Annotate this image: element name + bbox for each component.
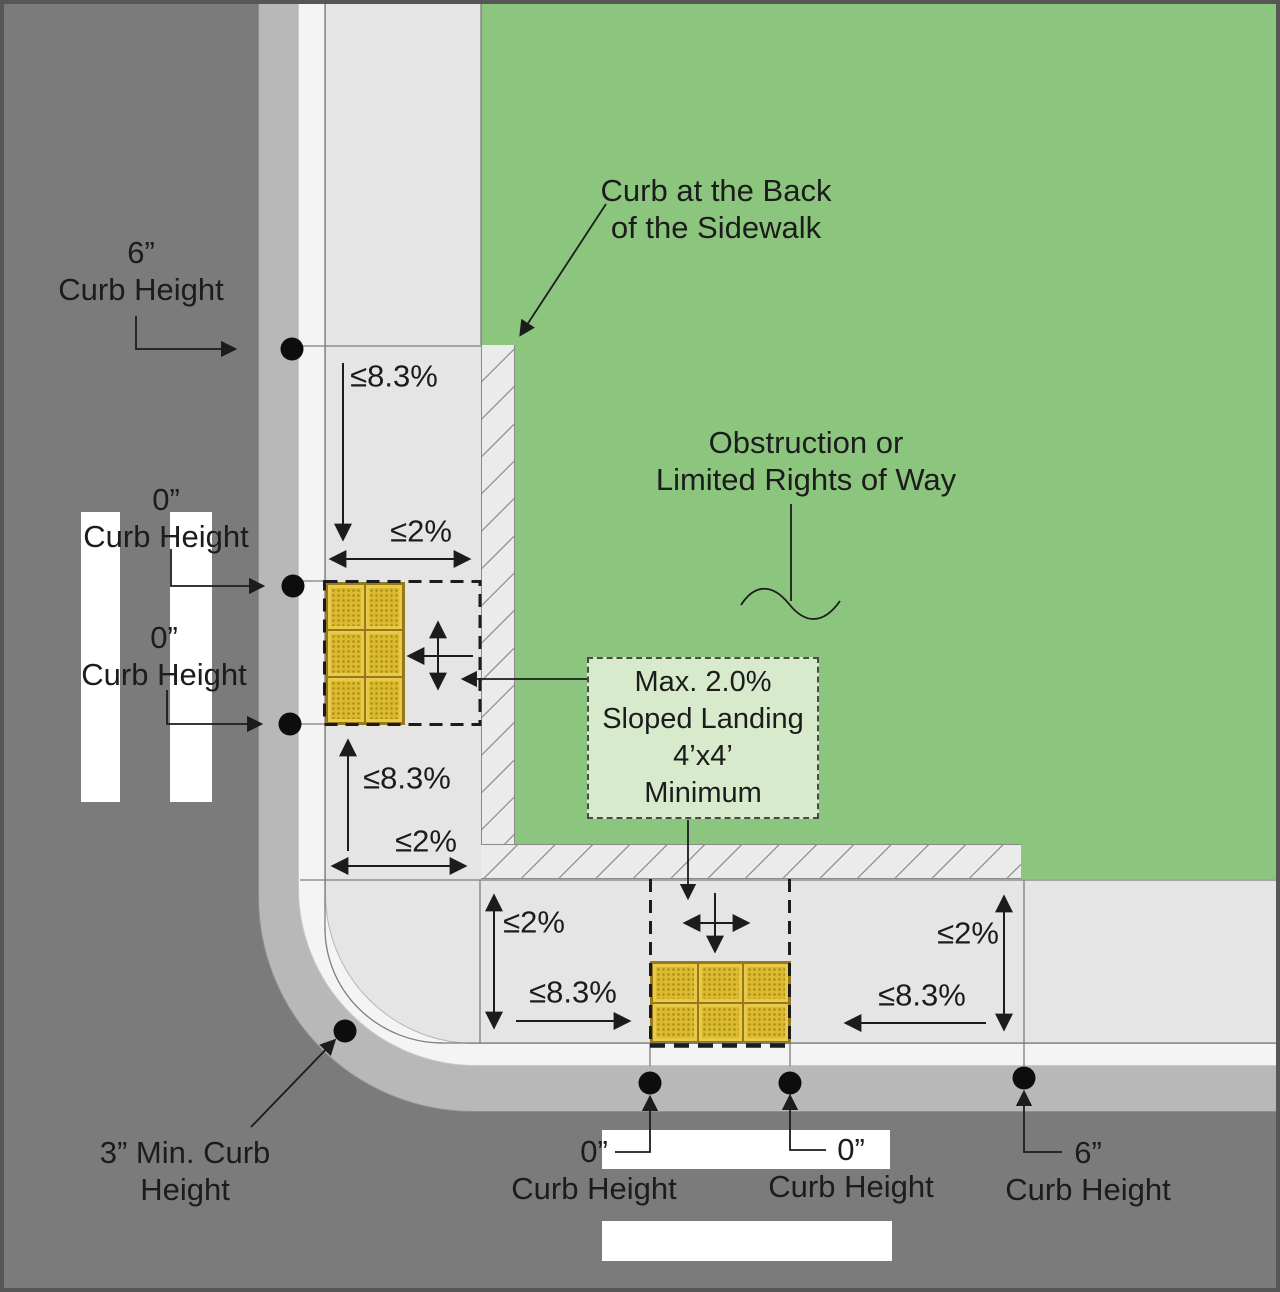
landing-note-line2: Sloped Landing (602, 703, 804, 735)
curb-height-label-top-left: 6” Curb Height (58, 234, 223, 308)
annotation-line: of the Sidewalk (610, 210, 822, 245)
slope-label-cross-bottom-right: ≤2% (937, 915, 999, 951)
tactile-dome-tile (697, 1002, 744, 1042)
tactile-dome-tile (652, 1002, 698, 1042)
curb-height-label-bottom-right: 6” Curb Height (1005, 1134, 1170, 1208)
dome-texture (369, 588, 399, 627)
dome-texture (369, 634, 399, 673)
curb-height-label-left-upper: 0” Curb Height (83, 481, 248, 555)
measure-caption: Curb Height (768, 1169, 934, 1204)
min-curb-height-label: 3” Min. Curb Height (100, 1134, 271, 1208)
curb-back-annotation: Curb at the Back of the Sidewalk (601, 172, 832, 246)
measure-value: 0” (837, 1132, 865, 1167)
tactile-dome-tile (743, 963, 789, 1003)
measure-caption: Curb Height (58, 272, 224, 307)
obstruction-annotation: Obstruction or Limited Rights of Way (656, 424, 956, 498)
dome-texture (656, 967, 694, 999)
tactile-dome-tile (697, 963, 744, 1003)
tactile-dome-tile (327, 584, 365, 631)
slope-label-cross-upper: ≤2% (390, 513, 452, 549)
slope-label-cross-bottom-left: ≤2% (503, 904, 565, 940)
landing-note-line3: 4’x4’ (673, 740, 733, 772)
annotation-line: Curb at the Back (600, 173, 832, 208)
measure-caption: Curb Height (511, 1171, 677, 1206)
tactile-dome-tile (365, 584, 403, 631)
tactile-dome-tile (652, 963, 698, 1003)
measure-value: 6” (1074, 1135, 1102, 1170)
dome-texture (331, 634, 361, 673)
tactile-dome-tile (327, 676, 365, 723)
dome-texture (747, 1006, 785, 1038)
annotation-line: Limited Rights of Way (655, 462, 957, 497)
annotation-line: Obstruction or (708, 425, 904, 460)
measure-caption: Curb Height (1005, 1172, 1171, 1207)
curb-height-label-bottom-2: 0” Curb Height (768, 1131, 933, 1205)
slope-label-ramp-lower: ≤8.3% (363, 760, 451, 796)
landing-note-line1: Max. 2.0% (634, 666, 772, 698)
curb-height-label-bottom-1: 0” Curb Height (511, 1133, 676, 1207)
landing-note-box: Max. 2.0% Sloped Landing 4’x4’ Minimum (587, 657, 819, 819)
dome-texture (701, 1006, 740, 1038)
tactile-dome-tile (743, 1002, 789, 1042)
back-curb-hatch-horizontal (481, 844, 1021, 879)
tactile-warning-pad (325, 582, 405, 725)
dome-texture (701, 967, 740, 999)
tactile-dome-tile (327, 630, 365, 677)
dome-texture (747, 967, 785, 999)
measure-value: 3” Min. Curb (99, 1135, 271, 1170)
landing-note-line4: Minimum (644, 777, 762, 809)
measure-value: 6” (127, 235, 155, 270)
tactile-warning-pad (650, 961, 791, 1044)
slope-label-ramp-bottom-right: ≤8.3% (878, 977, 966, 1013)
measure-value: 0” (152, 482, 180, 517)
tactile-dome-tile (365, 630, 403, 677)
measure-value: 0” (580, 1134, 608, 1169)
dome-texture (331, 680, 361, 719)
dome-texture (369, 680, 399, 719)
crosswalk-stripe (81, 512, 120, 802)
measure-caption: Curb Height (83, 519, 249, 554)
slope-label-cross-lower: ≤2% (395, 823, 457, 859)
back-curb-hatch-vertical (481, 345, 515, 879)
slope-label-ramp-bottom-left: ≤8.3% (529, 974, 617, 1010)
measure-value: 0” (150, 620, 178, 655)
slope-label-ramp-upper: ≤8.3% (350, 358, 438, 394)
crosswalk-stripe (602, 1221, 892, 1261)
curb-height-label-left-lower: 0” Curb Height (81, 619, 246, 693)
dome-texture (331, 588, 361, 627)
measure-caption: Height (140, 1172, 230, 1207)
tactile-dome-tile (365, 676, 403, 723)
measure-caption: Curb Height (81, 657, 247, 692)
dome-texture (656, 1006, 694, 1038)
